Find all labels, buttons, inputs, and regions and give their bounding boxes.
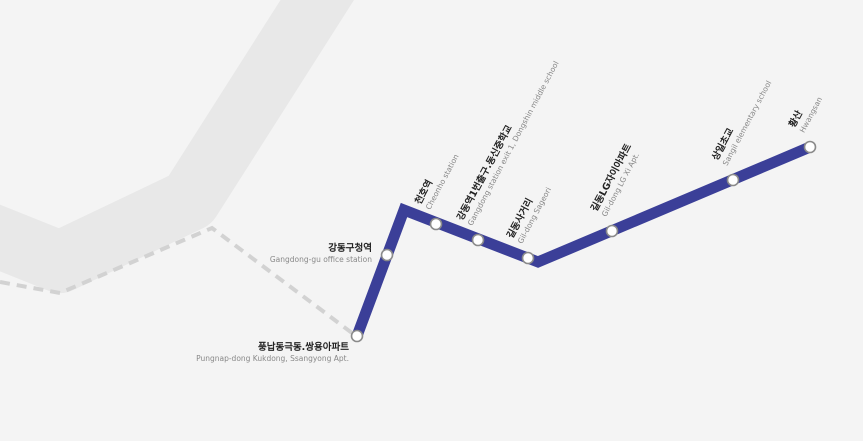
stop-marker[interactable] [521,251,535,265]
stop-marker[interactable] [380,248,394,262]
stop-marker[interactable] [471,233,485,247]
station-name-en: Gangdong-gu office station [269,254,372,264]
station-name-ko: 강동구청역 [328,243,372,254]
stop-marker[interactable] [429,217,443,231]
stop-marker[interactable] [726,173,740,187]
station-name-ko: 풍납동극동.쌍용아파트 [257,342,349,353]
stop-marker[interactable] [350,329,364,343]
stop-marker[interactable] [803,140,817,154]
road-band [0,0,355,293]
station-label-pungnap[interactable]: 풍납동극동.쌍용아파트 Pungnap-dong Kukdong, Ssangy… [196,342,349,363]
bus-route-line [351,141,813,338]
dashed-road [0,225,358,338]
station-name-en: Pungnap-dong Kukdong, Ssangyong Apt. [196,353,349,363]
stop-marker[interactable] [605,224,619,238]
station-label-gangdong-gu-office[interactable]: 강동구청역 Gangdong-gu office station [270,243,372,264]
